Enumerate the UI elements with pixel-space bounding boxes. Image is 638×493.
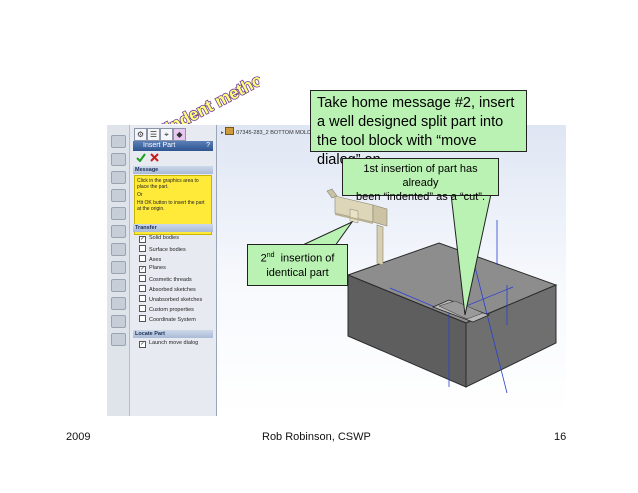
indent-method-stamp: "Indent method" bbox=[154, 61, 260, 124]
checkbox-label: Solid bodies bbox=[149, 235, 179, 241]
checkbox-icon[interactable]: ✓ bbox=[139, 236, 146, 243]
message-line: Or bbox=[137, 192, 143, 198]
split-line bbox=[471, 254, 508, 394]
callout-first-insertion: 1st insertion of part has already been “… bbox=[342, 158, 499, 203]
property-manager: ⚙ ☰ ⌖ ◆ Insert Part ? Message Click in t… bbox=[130, 125, 217, 416]
checkbox-unabsorbed-sketches[interactable]: Unabsorbed sketches bbox=[139, 295, 202, 304]
toolbar-icon[interactable] bbox=[111, 153, 126, 166]
checkbox-label: Surface bodies bbox=[149, 247, 186, 253]
callout-second-insertion: 2nd insertion of identical part bbox=[247, 244, 348, 286]
checkbox-label: Absorbed sketches bbox=[149, 287, 196, 293]
mold-block-side-face bbox=[465, 284, 557, 388]
checkbox-icon[interactable] bbox=[139, 275, 146, 282]
feature-tree-flyout[interactable]: ▸ 07345-283_2 BOTTOM MOLD... bbox=[221, 127, 316, 136]
checkbox-label: Unabsorbed sketches bbox=[149, 297, 203, 303]
callout-second-text: insertion of bbox=[274, 252, 335, 265]
checkbox-label: Coordinate System bbox=[149, 317, 196, 323]
checkbox-icon[interactable]: ✓ bbox=[139, 266, 146, 273]
checkbox-label: Planes bbox=[149, 265, 166, 271]
message-line: place the part. bbox=[137, 184, 169, 190]
checkbox-solid-bodies[interactable]: ✓Solid bodies bbox=[139, 235, 179, 243]
ordinal-suffix: nd bbox=[266, 252, 275, 259]
callout-second-line1: 2nd insertion of bbox=[250, 249, 345, 266]
model-view bbox=[326, 188, 558, 394]
ordinal-number: 2 bbox=[260, 252, 267, 265]
feature-tree-root[interactable]: 07345-283_2 BOTTOM MOLD... bbox=[236, 130, 316, 136]
callout-arrow-first bbox=[450, 193, 492, 316]
callout-second-line2: identical part bbox=[266, 266, 329, 279]
transfer-section-header[interactable]: Transfer bbox=[133, 224, 213, 232]
checkbox-icon[interactable] bbox=[139, 285, 146, 292]
pm-tabs: ⚙ ☰ ⌖ ◆ bbox=[134, 128, 214, 141]
display-tab[interactable]: ◆ bbox=[173, 128, 186, 141]
configuration-tab[interactable]: ⌖ bbox=[160, 128, 173, 141]
toolbar-icon[interactable] bbox=[111, 261, 126, 274]
checkbox-icon[interactable] bbox=[139, 315, 146, 322]
left-toolbar bbox=[107, 125, 130, 416]
checkbox-axes[interactable]: Axes bbox=[139, 255, 161, 264]
locate-part-section-header[interactable]: Locate Part bbox=[133, 330, 213, 338]
checkbox-absorbed-sketches[interactable]: Absorbed sketches bbox=[139, 285, 196, 294]
callout-first-line2: been “indented” as a “cut”. bbox=[355, 191, 486, 203]
property-manager-tab[interactable]: ☰ bbox=[147, 128, 160, 141]
checkbox-icon[interactable] bbox=[139, 255, 146, 262]
message-section-header[interactable]: Message bbox=[133, 166, 213, 174]
callout-take-home: Take home message #2, insert a well desi… bbox=[310, 90, 527, 168]
checkbox-label: Axes bbox=[149, 257, 162, 263]
pm-title: Insert Part bbox=[143, 142, 176, 149]
part-icon bbox=[225, 127, 235, 135]
checkbox-label: Cosmetic threads bbox=[149, 277, 192, 283]
checkbox-icon[interactable]: ✓ bbox=[139, 341, 146, 348]
toolbar-icon[interactable] bbox=[111, 225, 126, 238]
floating-part-edge bbox=[335, 213, 373, 224]
checkbox-custom-properties[interactable]: Custom properties bbox=[139, 305, 194, 314]
expand-icon[interactable]: ▸ bbox=[221, 130, 226, 136]
check-icon[interactable] bbox=[136, 153, 146, 162]
floating-part-side bbox=[372, 204, 388, 227]
checkbox-icon[interactable] bbox=[139, 295, 146, 302]
checkbox-icon[interactable] bbox=[139, 305, 146, 312]
cavity-inner bbox=[438, 300, 484, 320]
checkbox-launch-move-dialog[interactable]: ✓Launch move dialog bbox=[139, 340, 198, 348]
toolbar-icon[interactable] bbox=[111, 171, 126, 184]
checkbox-coordinate-system[interactable]: Coordinate System bbox=[139, 315, 196, 324]
toolbar-icon[interactable] bbox=[111, 315, 126, 328]
footer-year: 2009 bbox=[66, 431, 91, 443]
checkbox-surface-bodies[interactable]: Surface bodies bbox=[139, 245, 186, 254]
toolbar-icon[interactable] bbox=[111, 333, 126, 346]
message-line: Click in the graphics area to bbox=[137, 178, 199, 184]
callout-first-line1: 1st insertion of part has already bbox=[363, 163, 478, 189]
toolbar-icon[interactable] bbox=[111, 207, 126, 220]
help-button[interactable]: ? bbox=[206, 142, 210, 149]
feature-manager-tab[interactable]: ⚙ bbox=[134, 128, 147, 141]
pm-title-bar: Insert Part ? bbox=[133, 141, 213, 151]
footer-page-number: 16 bbox=[554, 431, 567, 443]
close-icon[interactable] bbox=[150, 153, 159, 162]
toolbar-icon[interactable] bbox=[111, 243, 126, 256]
message-line: Hit OK button to insert the part bbox=[137, 200, 205, 206]
checkbox-icon[interactable] bbox=[139, 245, 146, 252]
message-line: at the origin. bbox=[137, 206, 165, 212]
checkbox-cosmetic-threads[interactable]: Cosmetic threads bbox=[139, 275, 192, 284]
footer-author: Rob Robinson, CSWP bbox=[262, 431, 371, 443]
toolbar-icon[interactable] bbox=[111, 189, 126, 202]
floating-part-tip bbox=[326, 188, 338, 199]
toolbar-icon[interactable] bbox=[111, 135, 126, 148]
checkbox-label: Custom properties bbox=[149, 307, 194, 313]
checkbox-label: Launch move dialog bbox=[149, 340, 199, 346]
toolbar-icon[interactable] bbox=[111, 279, 126, 292]
floating-part-leg bbox=[376, 224, 384, 266]
toolbar-icon[interactable] bbox=[111, 297, 126, 310]
checkbox-planes[interactable]: ✓Planes bbox=[139, 265, 166, 273]
